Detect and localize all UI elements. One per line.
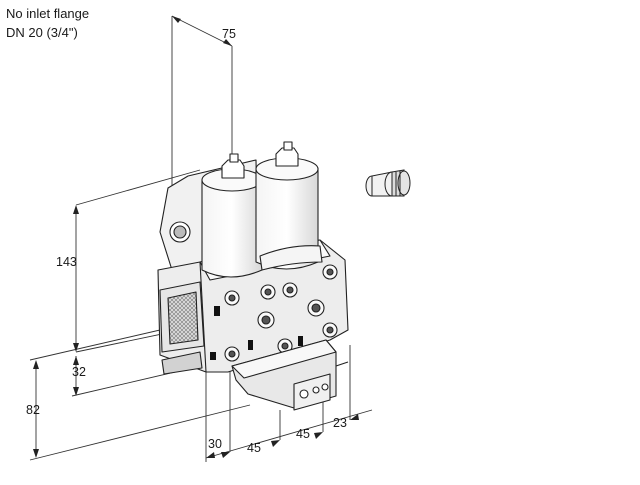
dim-143: 143	[56, 255, 77, 269]
dim-30: 30	[208, 437, 222, 451]
caption-line-1: No inlet flange	[6, 6, 90, 21]
dimension-lines	[29, 15, 373, 462]
dim-82: 82	[26, 403, 40, 417]
dimension-arrows	[33, 16, 359, 458]
cable-gland	[365, 169, 411, 197]
dim-75: 75	[222, 27, 236, 41]
caption-line-2: DN 20 (3/4")	[6, 25, 78, 40]
dim-45-b: 45	[296, 427, 310, 441]
valve-assembly	[157, 141, 349, 411]
dimension-labels: 75 143 32 82 30 45 45 23	[26, 27, 347, 455]
dim-45-a: 45	[247, 441, 261, 455]
dim-23: 23	[333, 416, 347, 430]
dim-32: 32	[72, 365, 86, 379]
